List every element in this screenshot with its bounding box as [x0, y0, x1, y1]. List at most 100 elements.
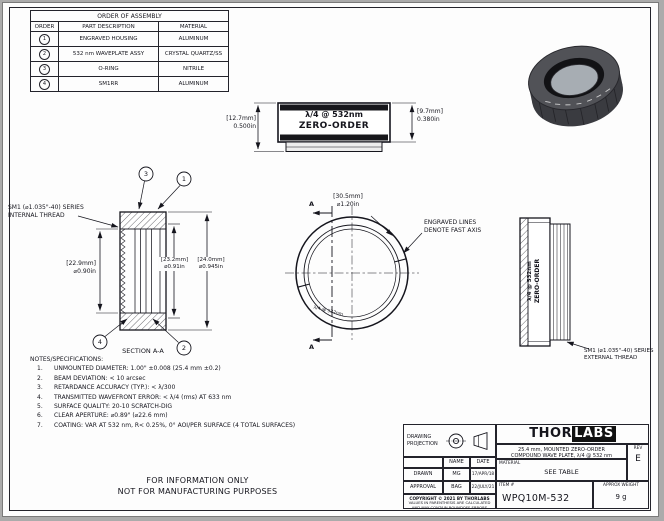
material-label: MATERIAL	[499, 461, 521, 466]
note-number: 6.	[37, 412, 43, 420]
dim-outer-dia-mm: [24.0mm]	[197, 257, 225, 263]
right-engraving-line1: λ/4 @ 532nm	[527, 261, 533, 301]
dim-body-height-mm: [9.7mm]	[417, 108, 443, 115]
order-of-assembly-table: ORDER OF ASSEMBLY ORDER PART DESCRIPTION…	[29, 10, 230, 92]
dim-outer-diameter-mm: [30.5mm]	[333, 193, 363, 200]
note-text: CLEAR APERTURE: ⌀0.89" (⌀22.6 mm)	[54, 412, 168, 420]
right-view-engraving: λ/4 @ 532nm ZERO-ORDER	[527, 241, 549, 321]
engraved-lines-note-line1: ENGRAVED LINES	[424, 219, 477, 226]
callout-2: 2	[181, 344, 187, 352]
material-cell: ALUMINUM	[157, 76, 230, 92]
dim-overall-height-in: 0.500in	[233, 122, 256, 130]
section-label: SECTION A-A	[122, 347, 164, 355]
rev-value: E	[635, 453, 641, 464]
callout-balloons	[92, 166, 192, 356]
weight-cell: APPROX WEIGHT 9 g	[593, 481, 649, 509]
note-number: 5.	[37, 402, 43, 410]
order-balloon: 1	[39, 33, 50, 45]
part-cell: O-RING	[58, 61, 159, 77]
table-row: 1 ENGRAVED HOUSING ALUMINUM	[30, 31, 230, 47]
note-number: 7.	[37, 421, 43, 429]
list-item: 7. COATING: VAR AT 532 nm, R< 0.25%, 0° A…	[30, 422, 375, 430]
table-row: 4 SM1RR ALUMINUM	[30, 76, 230, 92]
dim-outer-dia-in: ⌀0.945in	[198, 264, 224, 271]
material-value: SEE TABLE	[544, 468, 579, 476]
external-thread-line1: SM1 (⌀1.035"-40) SERIES	[584, 348, 654, 354]
dim-inner-dia-mm: [22.9mm]	[66, 260, 96, 267]
copyright-cell: COPYRIGHT © 2021 BY THORLABS VALUES IN P…	[403, 494, 496, 509]
logo-cell: THOR LABS	[496, 424, 649, 444]
assembly-table-title: ORDER OF ASSEMBLY	[29, 10, 230, 22]
assembly-col-order: ORDER	[30, 21, 59, 32]
description-cell: 25.4 mm, MOUNTED ZERO-ORDER COMPOUND WAV…	[496, 444, 627, 459]
weight-value: 9 g	[615, 492, 627, 501]
dim-mid-dia-mm: [23.2mm]	[160, 257, 189, 263]
list-item: 5.SURFACE QUALITY: 20-10 SCRATCH-DIG	[30, 403, 375, 411]
dim-mid-dia-in: ⌀0.91in	[164, 264, 185, 271]
section-letter-top: A	[309, 200, 315, 208]
assembly-col-material: MATERIAL	[157, 21, 230, 32]
item-cell: ITEM # WPQ10M-532	[496, 481, 593, 509]
item-value: WPQ10M-532	[502, 493, 570, 504]
description-line2: COMPOUND WAVE PLATE, λ/4 @ 532 nm	[511, 453, 612, 459]
callout-3: 3	[143, 170, 149, 178]
drawn-label: DRAWN	[403, 468, 443, 481]
note-text: UNMOUNTED DIAMETER: 1.00" ±0.008 (25.4 m…	[54, 365, 221, 373]
header-blank-cell	[403, 457, 443, 468]
internal-thread-profile	[120, 228, 126, 314]
external-thread-lines	[553, 224, 568, 340]
order-balloon: 2	[39, 48, 50, 60]
section-view-shape	[77, 166, 212, 356]
internal-thread-line2: INTERNAL THREAD	[8, 211, 65, 219]
side-view-shape	[254, 102, 416, 152]
note-number: 3.	[37, 384, 43, 392]
table-row: 2 532 nm WAVEPLATE ASSY CRYSTAL QUARTZ/S…	[30, 46, 230, 62]
notes-block: NOTES/SPECIFICATIONS: 1. UNMOUNTED DIAMET…	[30, 356, 375, 430]
name-header: NAME	[443, 457, 470, 468]
note-number: 1.	[37, 365, 43, 373]
note-number: 4.	[37, 393, 43, 401]
render-3d	[528, 45, 623, 127]
note-number: 2.	[37, 374, 43, 382]
dim-outer-dia: [24.0mm] ⌀0.945in	[192, 257, 230, 272]
title-block: DRAWING PROJECTION NAME DATE DRAWN MG 17…	[403, 424, 649, 509]
note-text: COATING: VAR AT 532 nm, R< 0.25%, 0° AOI…	[54, 421, 296, 429]
item-label: ITEM #	[499, 483, 515, 488]
dim-inner-dia-in: ⌀0.90in	[73, 267, 96, 275]
note-text: RETARDANCE ACCURACY (TYP.): < λ/300	[54, 384, 176, 392]
front-view-shape	[285, 206, 423, 343]
list-item: 2.BEAM DEVIATION: < 10 arcsec	[30, 375, 375, 383]
dim-outer-diameter: [30.5mm] ⌀1.20in	[324, 193, 372, 209]
dim-overall-height-mm: [12.7mm]	[226, 115, 256, 122]
dim-inner-dia: [22.9mm] ⌀0.90in	[54, 260, 96, 276]
description-line1: 25.4 mm, MOUNTED ZERO-ORDER	[518, 446, 605, 453]
projection-cell: DRAWING PROJECTION	[403, 424, 496, 457]
dim-overall-height: [12.7mm] 0.500in	[212, 115, 256, 131]
material-cell: CRYSTAL QUARTZ/SS	[157, 46, 230, 62]
drawing-frame	[9, 7, 651, 511]
list-item: 6. CLEAR APERTURE: ⌀0.89" (⌀22.6 mm)	[30, 412, 375, 420]
external-thread-line2: EXTERNAL THREAD	[584, 355, 638, 362]
list-item: 1. UNMOUNTED DIAMETER: 1.00" ±0.008 (25.4…	[30, 365, 375, 373]
fast-axis-tick	[394, 258, 407, 263]
info-only-line2: NOT FOR MANUFACTURING PURPOSES	[117, 487, 278, 496]
notes-title: NOTES/SPECIFICATIONS:	[30, 356, 104, 363]
approval-date: 22/JULY/21	[470, 481, 496, 494]
dim-body-height: [9.7mm] 0.380in	[417, 108, 443, 124]
projection-symbols	[446, 431, 488, 451]
internal-thread-label: SM1 (⌀1.035"-40) SERIES INTERNAL THREAD	[8, 204, 84, 220]
material-cell: NITRILE	[157, 61, 230, 77]
side-engraving-line1: λ/4 @ 532nm	[305, 110, 363, 119]
table-row: 3 O-RING NITRILE	[30, 61, 230, 77]
external-thread-label: SM1 (⌀1.035"-40) SERIES EXTERNAL THREAD	[584, 348, 653, 362]
note-text: TRANSMITTED WAVEFRONT ERROR: < λ/4 (rms)…	[54, 393, 232, 401]
copyright-text: COPYRIGHT © 2021 BY THORLABS	[409, 496, 490, 501]
assembly-col-part: PART DESCRIPTION	[58, 21, 159, 32]
list-item: 4. TRANSMITTED WAVEFRONT ERROR: < λ/4 (rm…	[30, 394, 375, 402]
callout-4: 4	[97, 338, 103, 346]
drawn-name: MG	[443, 468, 470, 481]
engraving-marks	[545, 88, 611, 106]
roundoff-disclaimer-line1: VALUES IN PARENTHESIS ARE CALCULATED	[408, 500, 491, 506]
logo-labs: LABS	[572, 425, 616, 443]
